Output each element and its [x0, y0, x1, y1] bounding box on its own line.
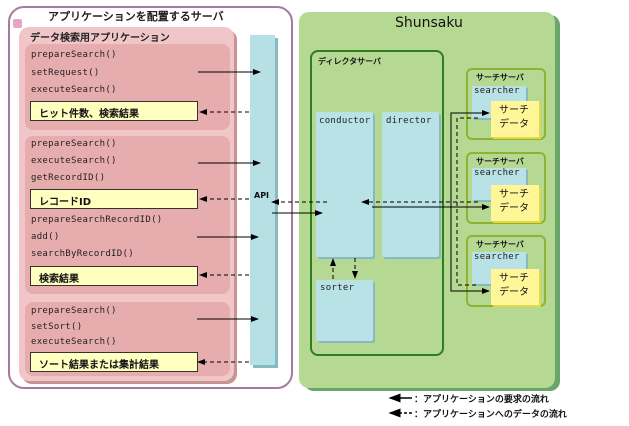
search-server-title: サーチサーバ — [476, 240, 524, 249]
searcher-label: searcher — [474, 86, 520, 96]
director-label: director — [386, 116, 432, 126]
conductor-box — [316, 112, 373, 257]
method-call: executeSearch() — [31, 156, 117, 166]
search-data-box: サーチデータ — [491, 185, 539, 221]
app-server-title: アプリケーションを配置するサーバ — [48, 10, 224, 23]
method-call: getRecordID() — [31, 173, 106, 183]
search-app-title: データ検索用アプリケーション — [30, 33, 170, 44]
request-arrow — [450, 207, 490, 294]
search-server — [466, 152, 546, 224]
result-box: 検索結果 — [30, 266, 198, 286]
method-call: prepareSearch() — [31, 306, 117, 316]
search-server-title: サーチサーバ — [476, 157, 524, 166]
search-data-line: データ — [499, 287, 529, 298]
search-data-box: サーチデータ — [491, 269, 539, 305]
sorter-label: sorter — [320, 283, 355, 293]
searcher-label: searcher — [474, 252, 520, 262]
searcher-label: searcher — [474, 168, 520, 178]
search-server — [466, 235, 546, 307]
method-call: executeSearch() — [31, 85, 117, 95]
api-column — [250, 35, 275, 365]
shunsaku-title: Shunsaku — [395, 15, 463, 31]
method-call: setRequest() — [31, 68, 100, 78]
director-server-title: ディレクタサーバ — [318, 57, 382, 66]
legend-data-flow: ：アプリケーションへのデータの流れ — [414, 410, 567, 420]
legend-request-flow: ：アプリケーションの要求の流れ — [414, 395, 549, 405]
method-call: add() — [31, 232, 60, 242]
data-arrow — [456, 117, 478, 286]
search-data-line: データ — [499, 119, 529, 130]
search-data-line: データ — [499, 203, 529, 214]
request-arrow — [450, 110, 490, 207]
api-label: API — [254, 191, 270, 200]
result-box: ヒット件数、検索結果 — [30, 101, 198, 121]
director-box — [382, 112, 439, 257]
method-call: executeSearch() — [31, 337, 117, 347]
app-server-marker — [13, 19, 22, 28]
conductor-label: conductor — [319, 116, 371, 126]
method-call: searchByRecordID() — [31, 249, 134, 259]
result-box: レコードID — [30, 189, 198, 209]
method-call: prepareSearch() — [31, 139, 117, 149]
search-server-title: サーチサーバ — [476, 73, 524, 82]
search-data-line: サーチ — [499, 273, 529, 284]
method-call: prepareSearchRecordID() — [31, 215, 163, 225]
sorter-box — [316, 280, 373, 341]
search-data-box: サーチデータ — [491, 101, 539, 137]
method-call: prepareSearch() — [31, 50, 117, 60]
search-server — [466, 68, 546, 140]
method-call: setSort() — [31, 322, 83, 332]
search-data-line: サーチ — [499, 105, 529, 116]
director-server — [310, 50, 444, 356]
search-data-line: サーチ — [499, 189, 529, 200]
